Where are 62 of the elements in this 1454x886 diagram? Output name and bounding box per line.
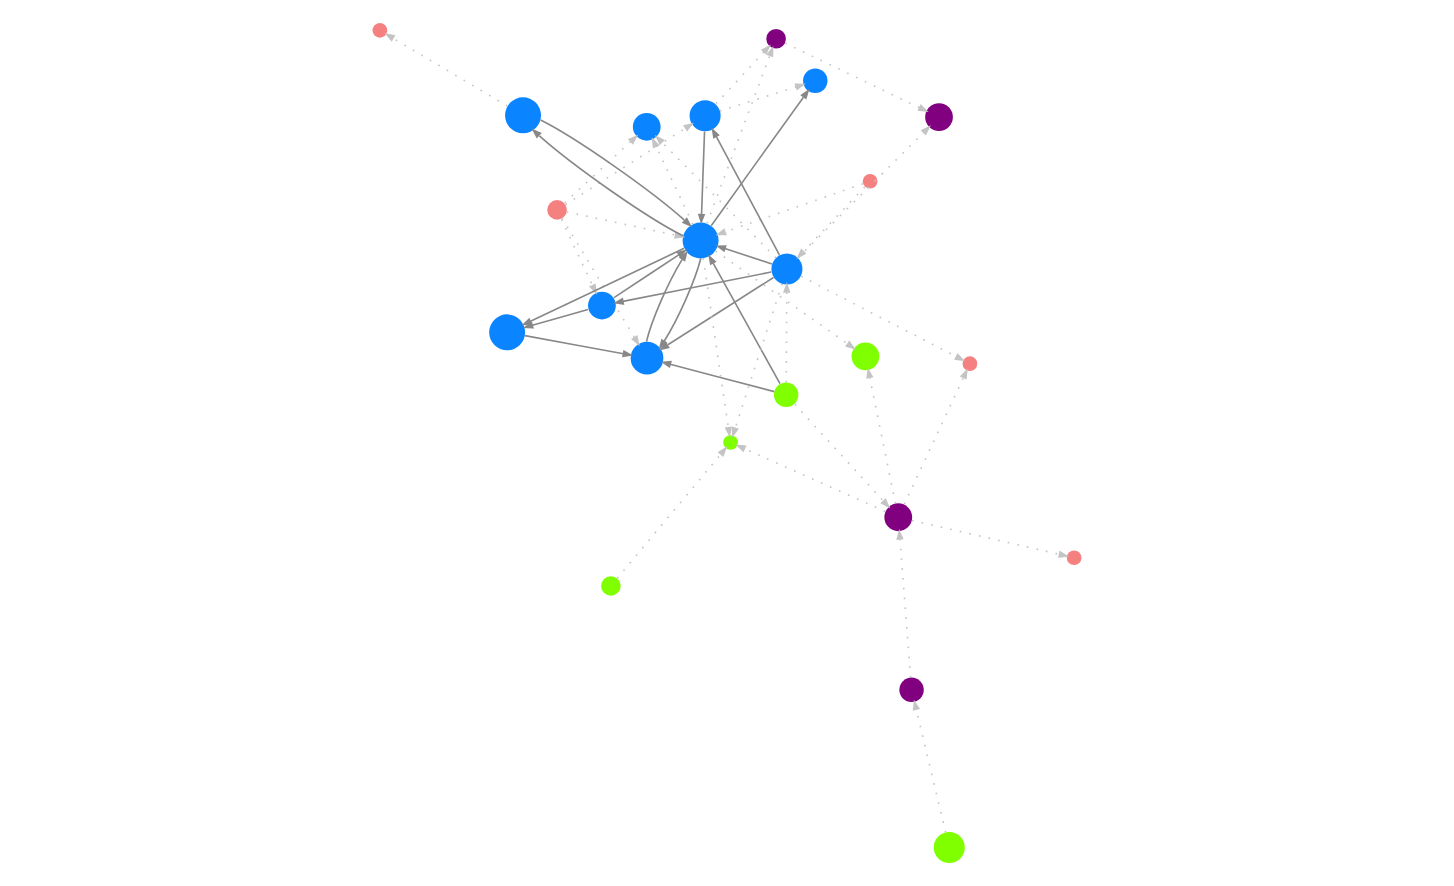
arrow bbox=[866, 367, 897, 505]
node-circle bbox=[884, 503, 913, 532]
arrow bbox=[911, 519, 1070, 558]
arrow bbox=[784, 42, 929, 113]
arrow bbox=[651, 137, 694, 225]
arrow bbox=[660, 360, 776, 393]
node-circle bbox=[962, 356, 978, 372]
arrow bbox=[796, 186, 866, 259]
arrow bbox=[735, 444, 886, 513]
arrow bbox=[794, 403, 891, 509]
arrow bbox=[731, 282, 783, 438]
arrow bbox=[654, 134, 777, 259]
arrow bbox=[384, 33, 508, 107]
arrow bbox=[521, 247, 685, 326]
arrow bbox=[903, 368, 968, 505]
arrow bbox=[524, 334, 634, 358]
node-circle bbox=[682, 222, 719, 259]
node-circle bbox=[372, 23, 388, 38]
arrow bbox=[715, 245, 773, 265]
arrow bbox=[800, 275, 966, 362]
node-circle bbox=[489, 314, 526, 351]
arrow bbox=[912, 699, 947, 834]
arrow bbox=[711, 127, 781, 256]
node-circle bbox=[803, 68, 828, 94]
node-circle bbox=[899, 677, 924, 703]
arrow bbox=[797, 125, 931, 259]
arrow bbox=[715, 44, 771, 105]
node-circle bbox=[689, 100, 721, 132]
node-circle bbox=[925, 103, 953, 131]
arrow bbox=[616, 446, 728, 580]
arrow bbox=[560, 218, 597, 295]
arrow bbox=[563, 134, 639, 204]
node-circle bbox=[723, 435, 738, 450]
arrow bbox=[710, 88, 810, 227]
node-circle bbox=[632, 112, 661, 141]
arrow bbox=[715, 183, 864, 236]
arrow bbox=[561, 217, 640, 347]
arrow bbox=[708, 254, 781, 385]
node-circle bbox=[630, 341, 664, 375]
arrow bbox=[706, 46, 774, 225]
arrow bbox=[613, 249, 688, 299]
arrow bbox=[702, 257, 732, 438]
arrow bbox=[719, 83, 806, 112]
node-circle bbox=[851, 342, 880, 371]
node-circle bbox=[766, 28, 786, 49]
arrow bbox=[697, 130, 706, 225]
arrow bbox=[564, 122, 695, 206]
arrow bbox=[783, 282, 791, 384]
node-circle bbox=[505, 97, 541, 134]
node-circle bbox=[773, 382, 799, 408]
node-circle bbox=[601, 576, 621, 596]
arrow bbox=[522, 308, 589, 329]
node-circle bbox=[1066, 550, 1082, 566]
arrow bbox=[645, 250, 688, 343]
arrow bbox=[613, 271, 772, 305]
node-circle bbox=[933, 831, 965, 863]
arrow bbox=[715, 250, 856, 350]
node-circle bbox=[588, 291, 616, 320]
node-circle bbox=[547, 200, 567, 220]
node-circle bbox=[862, 173, 878, 189]
arrow bbox=[896, 529, 912, 679]
node-circle bbox=[771, 253, 803, 285]
